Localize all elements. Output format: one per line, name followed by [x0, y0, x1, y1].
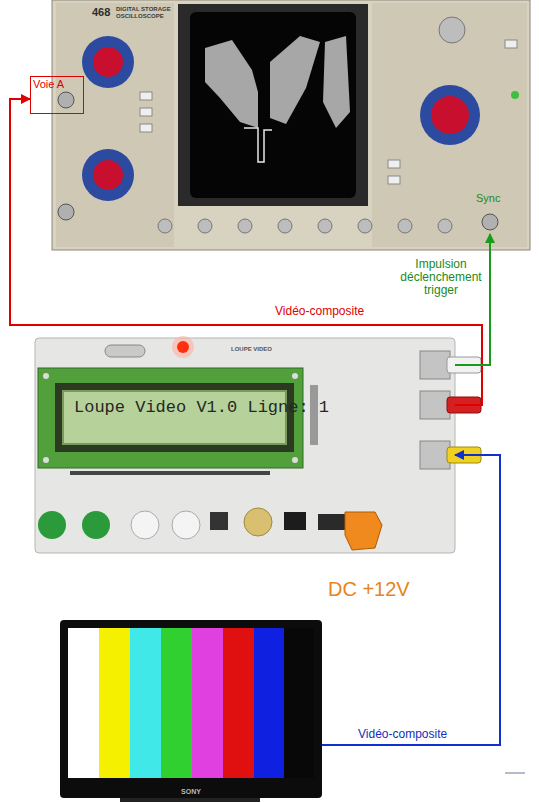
input-port: Voie A — [30, 76, 84, 114]
led — [177, 341, 189, 353]
bnc-connector — [482, 214, 498, 230]
rca-plug-yellow — [447, 447, 481, 463]
waveform — [205, 40, 258, 128]
color-bar — [223, 628, 254, 778]
knob — [431, 96, 469, 134]
knob — [82, 36, 134, 88]
push-button — [38, 511, 66, 539]
power-label: DC +12V — [328, 578, 410, 601]
waveform — [270, 36, 320, 124]
knob — [93, 160, 123, 190]
crystal — [105, 345, 145, 357]
button — [388, 160, 400, 168]
button — [140, 92, 152, 100]
color-bar — [192, 628, 223, 778]
button — [388, 176, 400, 184]
pin-header — [70, 471, 270, 475]
knob — [278, 219, 292, 233]
scope-right-panel — [372, 3, 527, 247]
knob — [158, 219, 172, 233]
knob — [318, 219, 332, 233]
television: SONY — [60, 620, 322, 798]
mounting-hole — [43, 373, 49, 379]
knob — [198, 219, 212, 233]
buzzer — [244, 508, 272, 536]
wire-label: Impulsion déclenchement trigger — [395, 258, 487, 297]
mark — [505, 773, 525, 774]
color-bar — [99, 628, 130, 778]
mounting-hole — [292, 373, 298, 379]
node-text: Loupe Video V1.0 Ligne: 1 — [74, 397, 240, 418]
lcd-bezel — [55, 383, 294, 452]
node-text: Voie A — [33, 78, 64, 90]
circuit-board — [35, 338, 455, 553]
button — [140, 124, 152, 132]
waveform — [323, 36, 350, 128]
led-glow — [172, 336, 194, 358]
scope-left-panel — [56, 3, 174, 247]
color-bar — [130, 628, 161, 778]
mounting-hole — [43, 457, 49, 463]
push-button — [131, 511, 159, 539]
scope-screen — [190, 12, 356, 198]
node-text: SONY — [60, 788, 322, 795]
resistor-row — [310, 385, 318, 445]
color-bar — [254, 628, 284, 778]
button — [140, 108, 152, 116]
bnc-connector — [58, 92, 74, 108]
knob — [82, 149, 134, 201]
rca-jack — [420, 391, 450, 419]
scope-body — [52, 0, 530, 250]
knob — [439, 17, 465, 43]
bnc-connector — [58, 204, 74, 220]
lcd-display: Loupe Video V1.0 Ligne: 1 — [62, 390, 287, 445]
signal-wire — [10, 99, 482, 405]
dc-jack — [318, 514, 348, 530]
video-board: LOUPE VIDEO Loupe Video V1.0 Ligne: 1 — [35, 338, 455, 553]
color-bar — [284, 628, 314, 778]
mounting-hole — [292, 457, 298, 463]
signal-wire — [322, 455, 500, 745]
node-text: Sync — [476, 192, 500, 204]
rca-plug-white — [447, 357, 481, 373]
knob — [93, 47, 123, 77]
trimmer — [210, 512, 228, 530]
regulator — [284, 512, 306, 530]
push-button — [172, 511, 200, 539]
waveform-trace — [244, 128, 272, 162]
screen-bezel — [178, 4, 368, 206]
lcd-pcb — [38, 368, 303, 468]
rca-jack — [420, 351, 450, 379]
tv-frame — [60, 620, 322, 798]
knob — [358, 219, 372, 233]
wire-label: Vidéo-composite — [358, 728, 447, 741]
oscilloscope: 468DIGITAL STORAGE OSCILLOSCOPEVoie ASyn… — [52, 0, 530, 250]
dc-plug — [345, 512, 382, 550]
knob — [420, 85, 480, 145]
sync-port: Sync — [474, 192, 506, 234]
color-bar — [161, 628, 192, 778]
color-bar — [68, 628, 99, 778]
rca-plug-red — [447, 397, 481, 413]
wire-label: Vidéo-composite — [275, 305, 364, 318]
knob — [238, 219, 252, 233]
knob — [438, 219, 452, 233]
power-light — [511, 91, 519, 99]
signal-wire — [455, 234, 490, 365]
button — [505, 40, 517, 48]
node-text: LOUPE VIDEO — [231, 346, 272, 352]
node-text: DIGITAL STORAGE OSCILLOSCOPE — [116, 6, 186, 20]
node-text: 468 — [92, 6, 110, 18]
knob — [398, 219, 412, 233]
push-button — [82, 511, 110, 539]
rca-jack — [420, 441, 450, 469]
